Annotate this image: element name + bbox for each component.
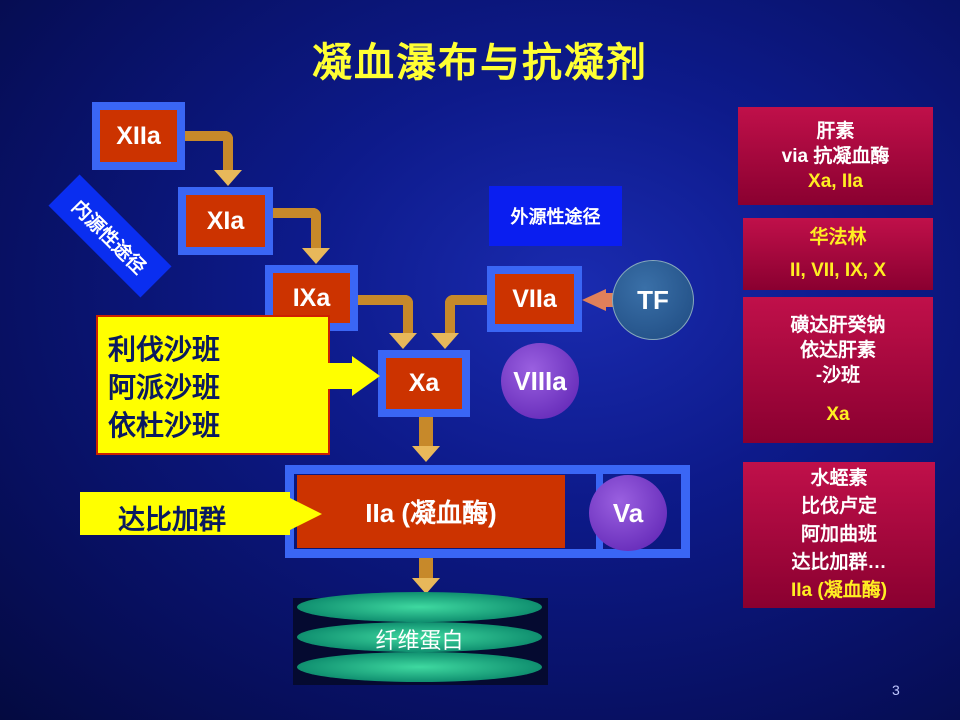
drug-line: 磺达肝癸钠 [790, 315, 886, 336]
arrow-viia-xa [445, 295, 487, 335]
arrow-xiia-xia [185, 131, 233, 173]
fibrin-strand [297, 592, 542, 622]
arrow-head [214, 170, 242, 186]
xa-inhibitor-arrowhead [352, 356, 380, 396]
xa-inhibitor-arrow [328, 363, 356, 389]
factor-xa: Xa [378, 350, 470, 417]
viiia-circle: VIIIa [501, 343, 579, 419]
factor-label: Xa [386, 358, 462, 409]
drug-line: 肝素 [816, 120, 855, 142]
factor-xiia: XIIa [92, 102, 185, 170]
anticoagulant-box-warfarin: 华法林 II, VII, IX, X [743, 218, 933, 290]
arrow-iia-down [419, 558, 433, 580]
iia-inhibitor-box: 达比加群 [80, 492, 290, 535]
drug-line: via 抗凝血酶 [781, 145, 890, 167]
drug-line: 水蛭素 [810, 468, 868, 489]
target-factors: Xa [826, 404, 850, 425]
xa-inhibitor-box: 利伐沙班 阿派沙班 依杜沙班 [96, 315, 330, 455]
arrow-xia-ixa [273, 208, 321, 250]
drug-line: -沙班 [815, 365, 861, 386]
page-number: 3 [892, 682, 900, 698]
arrow-ixa-xa [358, 295, 413, 335]
arrow-head [431, 333, 459, 349]
drug-line: 达比加群… [791, 552, 887, 573]
arrow-tf-viia [582, 289, 606, 311]
target-factors: II, VII, IX, X [789, 260, 887, 281]
tf-circle: TF [612, 260, 694, 340]
arrow-head [412, 446, 440, 462]
arrow-head [302, 248, 330, 264]
iia-inhibitor-arrowhead [288, 497, 322, 531]
fibrin-label: 纤维蛋白 [375, 628, 464, 653]
drug-line: 阿加曲班 [800, 524, 877, 545]
target-factors: IIa (凝血酶) [790, 580, 888, 601]
anticoagulant-box-xa: 磺达肝癸钠 依达肝素 -沙班 Xa [743, 297, 933, 443]
factor-label: XIa [186, 195, 265, 247]
drug-apixaban: 阿派沙班 [108, 372, 221, 403]
anticoagulant-box-dti: 水蛭素 比伐卢定 阿加曲班 达比加群… IIa (凝血酶) [743, 462, 935, 608]
factor-xia: XIa [178, 187, 273, 255]
factor-iia: IIa (凝血酶) [297, 475, 565, 548]
drug-line: 依达肝素 [799, 340, 876, 361]
target-factors: Xa, IIa [808, 170, 863, 192]
factor-label: VIIa [495, 274, 574, 324]
arrow-head [412, 578, 440, 594]
drug-rivaroxaban: 利伐沙班 [108, 334, 221, 365]
arrow-head [389, 333, 417, 349]
anticoagulant-box-heparin: 肝素 via 抗凝血酶 Xa, IIa [738, 107, 933, 205]
slide-title: 凝血瀑布与抗凝剂 [312, 41, 648, 85]
arrow-xa-down [419, 417, 433, 447]
fibrin-strand [297, 622, 542, 652]
factor-label: IXa [273, 273, 350, 323]
fibrin-strand [297, 652, 542, 682]
extrinsic-pathway-label: 外源性途径 [489, 186, 622, 246]
factor-label: XIIa [100, 110, 177, 162]
drug-edoxaban: 依杜沙班 [108, 410, 221, 441]
intrinsic-pathway-label: 内源性途径 [48, 174, 172, 298]
drug-line: 华法林 [809, 227, 867, 248]
factor-viia: VIIa [487, 266, 582, 332]
drug-line: 比伐卢定 [800, 496, 877, 517]
va-circle: Va [589, 475, 667, 551]
